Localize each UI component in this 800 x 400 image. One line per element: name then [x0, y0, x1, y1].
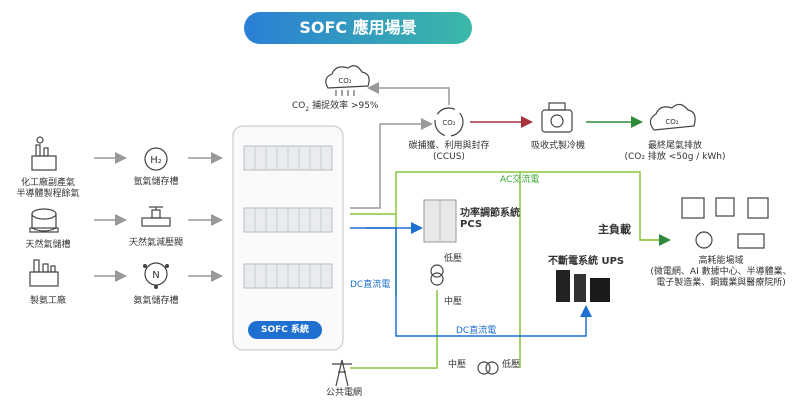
mid-voltage-bottom-label: 中壓	[448, 360, 467, 370]
load-icons	[681, 197, 769, 249]
storage-label-hydrogen: 氫氣儲存槽	[133, 177, 179, 187]
svg-text:N: N	[152, 270, 159, 281]
valve-icon	[141, 206, 171, 227]
source-label-factory: 化工廠副產氣 半導體製程餘氣	[16, 178, 80, 199]
ups-cabinets	[556, 270, 610, 302]
grid-label: 公共電網	[325, 388, 362, 398]
chiller-label: 吸收式製冷機	[530, 141, 585, 151]
svg-text:H₂: H₂	[150, 155, 162, 166]
source-label-gas-tank: 天然氣儲槽	[25, 240, 71, 250]
sofc-system-box	[232, 125, 344, 351]
transformer-bottom-icon	[477, 361, 499, 375]
low-voltage-upper-label: 低壓	[444, 254, 463, 264]
high-load-label: 高耗能場域(微電網、AI 數據中心、半導體業、電子製造業、鋼鐵業與醫療院所)	[650, 256, 792, 288]
ups-label: 不斷電系統 UPS	[548, 256, 625, 267]
co2-cloud-icon: CO₂	[325, 65, 370, 96]
source-label-ammonia-plant: 製氨工廠	[29, 296, 66, 306]
exhaust-label: 最終尾氣排放(CO₂ 排放 <50g / kWh)	[624, 141, 726, 162]
chiller-icon	[541, 102, 573, 133]
factory-icon	[31, 136, 57, 171]
transformer-icon	[430, 264, 444, 286]
pcs-cabinet	[423, 199, 457, 243]
main-load-label: 主負載	[598, 223, 631, 236]
low-voltage-bottom-label: 低壓	[502, 360, 521, 370]
exhaust-cloud-icon: CO₂	[649, 103, 696, 131]
sofc-system-label: SOFC 系統	[248, 321, 322, 339]
svg-text:CO₂: CO₂	[338, 77, 351, 85]
mid-voltage-upper-label: 中壓	[444, 297, 463, 307]
hydrogen-icon: H₂	[144, 147, 168, 171]
ammonia-icon: N	[143, 262, 169, 289]
svg-text:CO₂: CO₂	[665, 118, 678, 126]
ccus-label: 碳捕獲、利用與封存(CCUS)	[408, 141, 490, 162]
ac-label: AC交流電	[500, 175, 540, 185]
co2-capture-label: CO2 捕捉效率 >95%	[292, 101, 379, 113]
dc-label-bottom: DC直流電	[456, 326, 497, 336]
storage-label-ammonia: 氨氣儲存槽	[133, 296, 179, 306]
gas-tank-icon	[29, 208, 59, 233]
sofc-unit-rack	[243, 145, 333, 289]
ccus-icon: CO₂	[434, 107, 464, 137]
page-title: SOFC 應用場景	[244, 12, 472, 44]
storage-label-valve: 天然氣減壓閥	[128, 238, 183, 248]
dc-label-left: DC直流電	[350, 280, 391, 290]
svg-text:CO₂: CO₂	[442, 119, 455, 127]
grid-tower-icon	[332, 359, 352, 387]
ammonia-plant-icon	[29, 259, 59, 287]
